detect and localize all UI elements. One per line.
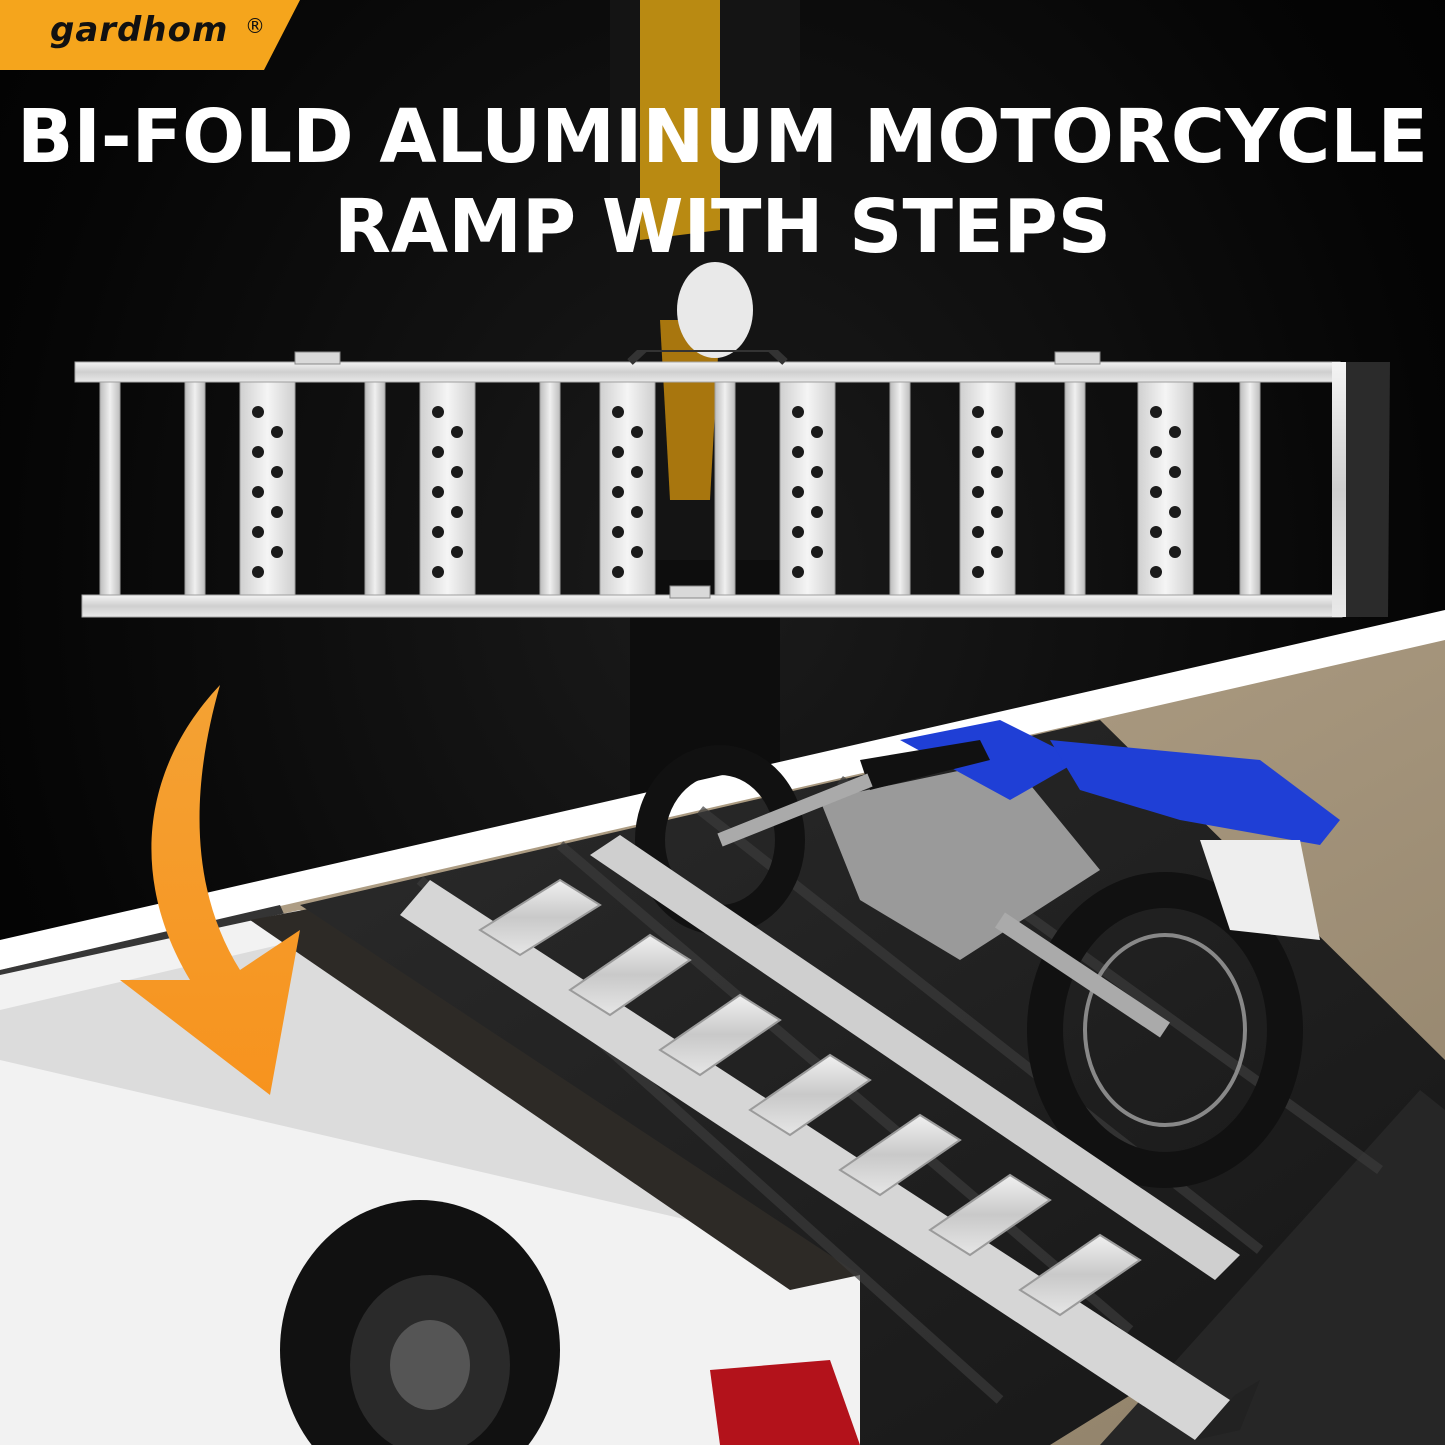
bed-rail	[250, 905, 860, 1290]
tail-light	[710, 1360, 860, 1445]
carry-handle	[627, 350, 788, 365]
ramp-in-bed	[400, 835, 1260, 1440]
step-plates	[239, 381, 1194, 596]
headline-line-1: BI-FOLD ALUMINUM MOTORCYCLE	[16, 94, 1429, 180]
headline-line-2: RAMP WITH STEPS	[333, 184, 1112, 270]
tailgate	[1100, 1090, 1445, 1445]
curved-down-arrow-icon	[120, 685, 300, 1095]
registered-mark: ®	[245, 14, 265, 38]
brand-logo-tab: gardhom ®	[0, 0, 300, 70]
glove	[677, 262, 753, 358]
headline: BI-FOLD ALUMINUM MOTORCYCLE RAMP WITH ST…	[0, 92, 1445, 272]
folded-ramp	[74, 350, 1390, 618]
rubber-end-pad	[1346, 362, 1390, 617]
brand-logo: gardhom	[50, 10, 229, 50]
